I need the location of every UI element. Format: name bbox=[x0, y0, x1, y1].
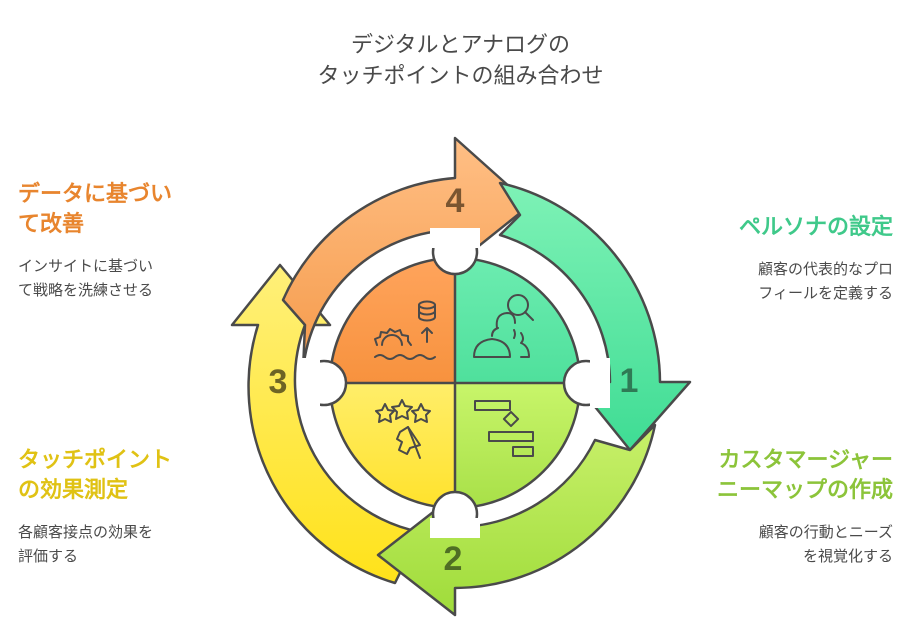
step-1-heading: ペルソナの設定 bbox=[663, 213, 893, 243]
step-2-heading: カスタマージャー ニーマップの作成 bbox=[663, 446, 893, 506]
title-line-2: タッチポイントの組み合わせ bbox=[317, 64, 604, 89]
step-number-4: 4 bbox=[446, 182, 465, 220]
persona-search-icon bbox=[473, 294, 534, 358]
step-2-heading-line-2: ニーマップの作成 bbox=[716, 478, 893, 503]
step-number-3: 3 bbox=[269, 363, 288, 401]
step-3-desc-line-1: 各顧客接点の効果を bbox=[18, 523, 154, 541]
step-3-text: タッチポイント の効果測定 各顧客接点の効果を 評価する bbox=[18, 446, 248, 568]
journey-map-gantt-icon bbox=[474, 400, 534, 457]
step-1-desc-line-2: フィールを定義する bbox=[758, 284, 893, 302]
diagram-title: デジタルとアナログの タッチポイントの組み合わせ bbox=[0, 30, 921, 92]
step-3-desc-line-2: 評価する bbox=[18, 547, 79, 565]
step-4-heading-line-2: て改善 bbox=[18, 212, 85, 237]
step-4-heading-line-1: データに基づい bbox=[18, 182, 173, 207]
step-number-1: 1 bbox=[620, 362, 639, 400]
step-3-heading-line-1: タッチポイント bbox=[18, 448, 173, 473]
step-2-description: 顧客の行動とニーズ を視覚化する bbox=[663, 520, 893, 568]
step-2-desc-line-1: 顧客の行動とニーズ bbox=[758, 523, 893, 541]
step-3-heading-line-2: の効果測定 bbox=[18, 478, 129, 503]
arrow-step-2 bbox=[376, 423, 657, 617]
step-4-text: データに基づい て改善 インサイトに基づい て戦略を洗練させる bbox=[18, 180, 248, 302]
step-4-heading: データに基づい て改善 bbox=[18, 180, 248, 240]
step-1-description: 顧客の代表的なプロ フィールを定義する bbox=[663, 257, 893, 305]
step-3-description: 各顧客接点の効果を 評価する bbox=[18, 520, 248, 568]
step-2-text: カスタマージャー ニーマップの作成 顧客の行動とニーズ を視覚化する bbox=[663, 446, 893, 568]
step-1-text: ペルソナの設定 顧客の代表的なプロ フィールを定義する bbox=[663, 213, 893, 305]
step-number-2: 2 bbox=[444, 540, 463, 578]
inner-circle bbox=[330, 258, 580, 508]
stars-rating-icon bbox=[375, 399, 431, 459]
step-2-desc-line-2: を視覚化する bbox=[802, 547, 893, 565]
quadrant-step-3 bbox=[330, 383, 455, 508]
notch-covers bbox=[300, 228, 610, 538]
step-4-desc-line-2: て戦略を洗練させる bbox=[18, 281, 154, 299]
step-1-desc-line-1: 顧客の代表的なプロ bbox=[757, 260, 893, 278]
step-3-heading: タッチポイント の効果測定 bbox=[18, 446, 248, 506]
arrow-step-4 bbox=[281, 136, 532, 372]
title-line-1: デジタルとアナログの bbox=[350, 33, 571, 58]
arrow-step-1 bbox=[498, 181, 692, 452]
step-4-description: インサイトに基づい て戦略を洗練させる bbox=[18, 254, 248, 302]
step-2-heading-line-1: カスタマージャー bbox=[718, 448, 893, 473]
data-improvement-icon bbox=[374, 300, 436, 360]
quadrant-step-4 bbox=[330, 258, 455, 383]
step-4-desc-line-1: インサイトに基づい bbox=[18, 257, 154, 275]
step-1-heading-line-1: ペルソナの設定 bbox=[738, 215, 893, 240]
quadrant-step-1 bbox=[455, 258, 580, 383]
